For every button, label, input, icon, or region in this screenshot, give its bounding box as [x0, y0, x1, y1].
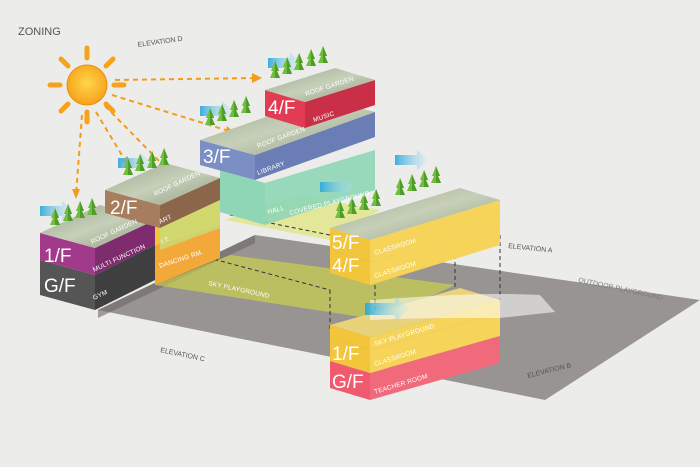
- elevation-c-label: ELEVATION C: [160, 347, 206, 363]
- left-1f-floor: 1/F: [44, 246, 71, 267]
- right-gf-block: [330, 336, 500, 400]
- left-gf-block: [40, 245, 155, 310]
- outdoor-flow-arrow: [370, 293, 555, 320]
- sun-icon: [47, 45, 127, 125]
- right-1f-block: [330, 313, 500, 373]
- elevation-a-label: ELEVATION A: [508, 243, 553, 255]
- left-3f-floor: 3/F: [203, 147, 230, 168]
- diagram-title: ZONING: [18, 26, 61, 38]
- left-2f-floor: 2/F: [110, 198, 137, 219]
- right-4f-floor: 4/F: [332, 256, 359, 277]
- right-upper-block: [330, 188, 500, 285]
- elevation-d-label: ELEVATION D: [137, 36, 183, 49]
- right-5f-floor: 5/F: [332, 233, 359, 254]
- sun-ray-arrows: [75, 77, 259, 196]
- left-gf-floor: G/F: [44, 276, 76, 297]
- left-2f-side: I.T.: [160, 235, 172, 245]
- left-4f-floor: 4/F: [268, 98, 295, 119]
- hall-label: HALL: [267, 205, 285, 216]
- left-2f-block: [105, 163, 220, 250]
- right-gf-floor: G/F: [332, 372, 364, 393]
- right-1f-floor: 1/F: [332, 344, 359, 365]
- left-4f-block: [265, 68, 375, 128]
